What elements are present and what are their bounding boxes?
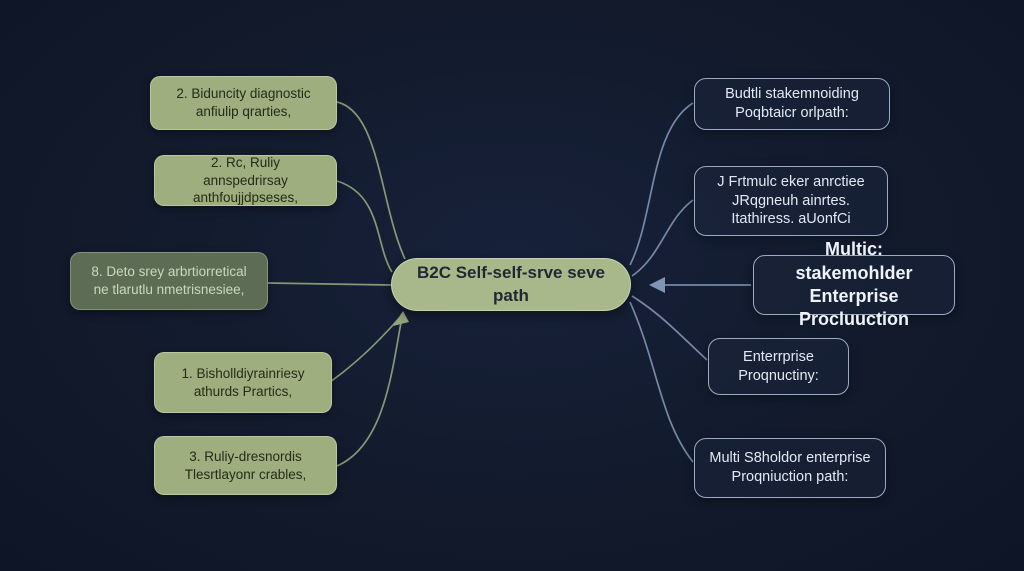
connector-right-5 — [629, 301, 694, 463]
connector-left-3 — [267, 282, 392, 286]
connector-right-2 — [631, 199, 694, 277]
connector-left-1 — [336, 101, 406, 260]
diagram-node-right-5: Multi S8holdor enterprise Proqniuction p… — [694, 438, 886, 498]
arrowhead-left-icon — [649, 277, 665, 293]
connector-left-2 — [336, 180, 393, 273]
connector-right-4 — [631, 295, 708, 361]
diagram-node-right-3: Multic: stakemohlder Enterprise Procluuc… — [753, 239, 955, 329]
diagram-node-left-3: 8. Deto srey arbrtiorretical ne tlarutlu… — [70, 252, 268, 310]
diagram-node-left-1: 2. Biduncity diagnostic anfiulip qrartie… — [150, 76, 337, 130]
diagram-node-right-4: Enterrprise Proqnuctiny: — [708, 338, 849, 395]
connector-left-4 — [329, 315, 402, 383]
diagram-node-center: B2C Self-self-srve seve path — [391, 258, 631, 311]
connector-right-1 — [629, 102, 694, 266]
diagram-node-left-2: 2. Rc, Ruliy annspedrirsay anthfoujjdpse… — [154, 155, 337, 206]
diagram-node-right-1: Budtli stakemnoiding Poqbtaicr orlpath: — [694, 78, 890, 130]
connector-left-5 — [336, 316, 403, 467]
diagram-node-left-5: 3. Ruliy-dresnordis Tlesrtlayonr crables… — [154, 436, 337, 495]
arrowhead-up-icon — [393, 311, 409, 326]
diagram-node-right-2: J Frtmulc eker anrctiee JRqgneuh ainrtes… — [694, 166, 888, 236]
diagram-node-left-4: 1. Bisholldiyrainriesy athurds Prartics, — [154, 352, 332, 413]
